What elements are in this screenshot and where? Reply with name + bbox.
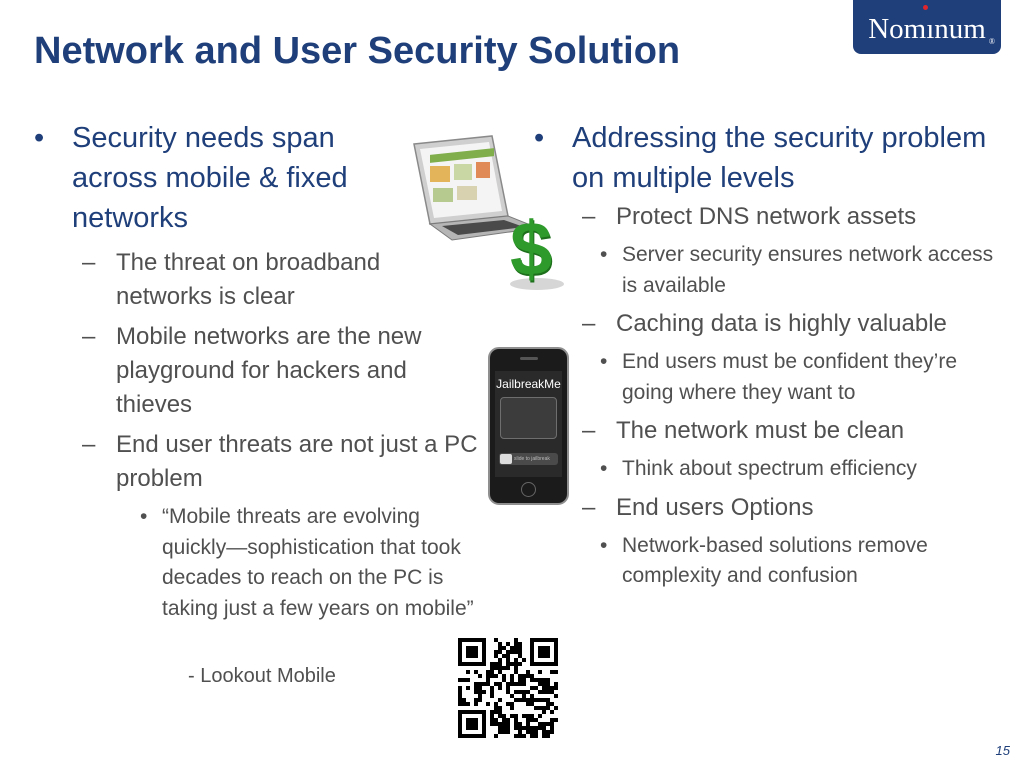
logo-text: Nomınum <box>868 13 986 45</box>
phone-slider: slide to jailbreak <box>499 453 558 465</box>
left-sub-mobile-networks: Mobile networks are the new playground f… <box>32 320 487 422</box>
left-sub-broadband-threat: The threat on broadband networks is clea… <box>32 246 436 314</box>
dollar-glyph: $ <box>510 207 553 292</box>
phone-speaker <box>520 357 538 360</box>
phone-slider-knob <box>500 454 512 464</box>
qr-code-image <box>458 638 558 738</box>
right-sub-server-security: Server security ensures network access i… <box>532 240 1002 301</box>
phone-app-title: JailbreakMe <box>496 377 561 391</box>
quote-attribution: - Lookout Mobile <box>188 665 336 687</box>
phone-home-button <box>521 482 536 497</box>
left-sub-pc-problem: End user threats are not just a PC probl… <box>32 428 487 496</box>
dollar-shadow <box>510 278 564 290</box>
right-bullet-addressing: Addressing the security problem on multi… <box>532 118 1002 198</box>
right-sub-caching: Caching data is highly valuable <box>532 307 1002 341</box>
slide-title: Network and User Security Solution <box>34 30 681 72</box>
right-sub-network-solutions: Network-based solutions remove complexit… <box>532 531 1002 592</box>
left-bullet-list: Security needs span across mobile & fixe… <box>32 118 487 624</box>
phone-image: JailbreakMe slide to jailbreak <box>488 347 569 505</box>
nominum-logo: Nomınum ® <box>853 0 1001 54</box>
right-sub-network-clean: The network must be clean <box>532 414 1002 448</box>
right-sub-end-users-confident: End users must be confident they’re goin… <box>532 347 1002 408</box>
phone-dialog <box>500 397 557 439</box>
page-number: 15 <box>995 743 1010 758</box>
dollar-sign-image: $ <box>504 210 568 294</box>
laptop-image <box>413 135 540 241</box>
phone-slider-text: slide to jailbreak <box>514 456 550 462</box>
logo-dot <box>923 5 928 10</box>
right-sub-protect-dns: Protect DNS network assets <box>532 200 1002 234</box>
left-bullet-security-needs: Security needs span across mobile & fixe… <box>32 118 417 238</box>
phone-screen: JailbreakMe slide to jailbreak <box>495 371 562 477</box>
left-quote: “Mobile threats are evolving quickly—sop… <box>32 502 487 624</box>
right-sub-spectrum: Think about spectrum efficiency <box>532 454 1002 485</box>
right-bullet-list: Addressing the security problem on multi… <box>532 118 1002 592</box>
registered-mark-icon: ® <box>988 37 995 46</box>
right-sub-end-user-options: End users Options <box>532 491 1002 525</box>
